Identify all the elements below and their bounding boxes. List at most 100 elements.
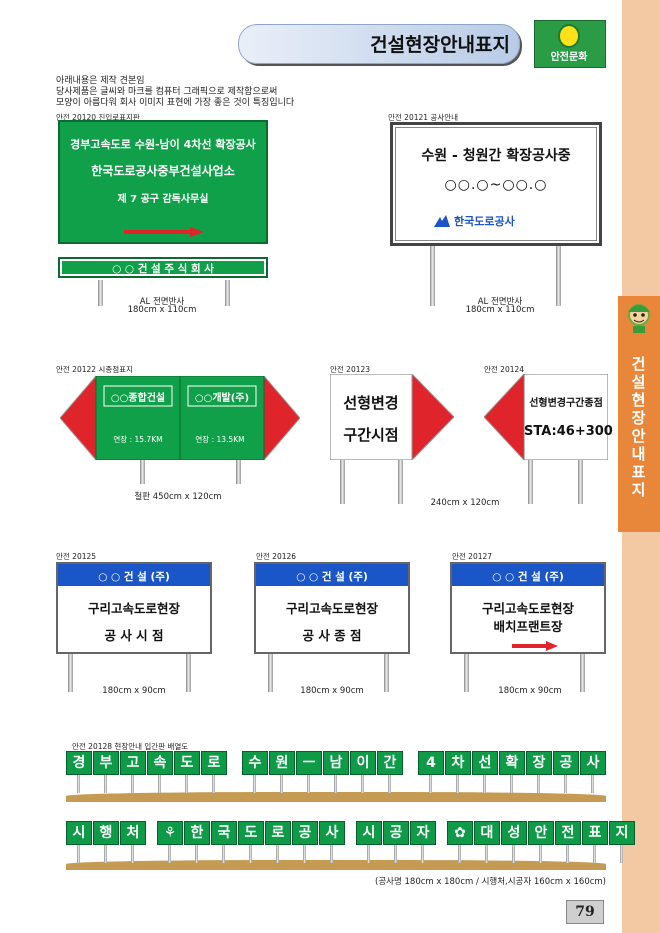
sign-20123-line1: 선형변경 <box>343 394 399 412</box>
sign-20127-band <box>452 564 604 586</box>
letter-tile: 간 <box>377 751 403 775</box>
letter-tile: 사 <box>319 821 345 845</box>
tile-pole <box>195 845 198 863</box>
tile-pole <box>456 775 459 793</box>
pole <box>384 650 389 692</box>
arrow-right-icon <box>124 222 204 237</box>
letter-tile: 4 <box>418 751 444 775</box>
pole <box>578 458 583 504</box>
letter-tile: 장 <box>526 751 552 775</box>
sign-20120-subplate <box>58 257 268 278</box>
tile-pole <box>131 775 134 793</box>
letter-tile: 로 <box>201 751 227 775</box>
sign-20120-line1: 경부고속도로 수원-남이 4차선 확장공사 <box>70 138 256 151</box>
tile-pole <box>485 845 488 863</box>
tile-pole <box>483 775 486 793</box>
tile-pole <box>77 775 80 793</box>
letter-tile: ㅡ <box>296 751 322 775</box>
pole <box>430 244 435 306</box>
sign-20120-line2: 한국도로공사중부건설사업소 <box>91 164 235 178</box>
letter-tile: 공 <box>553 751 579 775</box>
sign-20125-size: 180cm x 90cm <box>102 686 166 696</box>
sign-20125-band <box>58 564 210 586</box>
code-20121: 안전 20121 공사안내 <box>388 113 459 122</box>
sign-20121-logo-text: 한국도로공사 <box>454 215 515 228</box>
tile-pole <box>330 845 333 863</box>
pole <box>68 650 73 692</box>
tile-pole <box>458 845 461 863</box>
sign-20121-line1: 수원 - 청원간 확장공사중 <box>421 148 571 164</box>
code-20120: 안전 20120 진입로표지판 <box>56 113 140 122</box>
letter-tile: 수 <box>242 751 268 775</box>
sign-20124-line1: 선형변경구간종점 <box>529 398 603 409</box>
page-number: 79 <box>566 900 604 924</box>
letter-tile: 전 <box>555 821 581 845</box>
tile-pole <box>394 845 397 863</box>
sign-20120-size: 180cm x 110cm <box>127 305 197 315</box>
sign-20122-right-length: 연장 : 13.5KM <box>195 435 245 444</box>
letter-tile: ⚘ <box>157 821 183 845</box>
tile-pole <box>276 845 279 863</box>
pole <box>186 650 191 692</box>
letter-tile: 한 <box>184 821 210 845</box>
ground-row1 <box>66 792 606 802</box>
mascot-icon <box>622 300 656 334</box>
sign-20121-size: 180cm x 110cm <box>465 305 535 315</box>
letter-tile: 성 <box>501 821 527 845</box>
pole <box>98 280 103 306</box>
letter-tile: 부 <box>93 751 119 775</box>
tile-pole <box>77 845 80 863</box>
sign-20126-line2: 공 사 종 점 <box>302 628 362 643</box>
tile-pole <box>537 775 540 793</box>
tile-pole <box>222 845 225 863</box>
logo-text: 안전문화 <box>550 52 588 63</box>
sign-20126-band-text: ○ ○ 건 설 (주) <box>296 571 368 583</box>
tile-pole <box>539 845 542 863</box>
pole <box>464 650 469 692</box>
code-20123: 안전 20123 <box>330 365 371 374</box>
pole <box>528 458 533 504</box>
letter-tile: 경 <box>66 751 92 775</box>
sign-20122-right-name: ○○개발(주) <box>194 393 250 404</box>
sign-20123-line2: 구간시점 <box>343 426 399 444</box>
side-vertical-title: 건설현장안내표지 <box>629 356 647 500</box>
letter-tile: 이 <box>350 751 376 775</box>
code-20124: 안전 20124 <box>484 365 525 374</box>
letter-tile: 표 <box>582 821 608 845</box>
tile-pole <box>253 775 256 793</box>
intro-line-3: 모양이 아름다워 회사 이미지 표현에 가장 좋은 것이 특징입니다 <box>56 98 295 108</box>
tile-pole <box>361 775 364 793</box>
letter-tile: 남 <box>323 751 349 775</box>
tile-pole <box>421 845 424 863</box>
letter-tile: 차 <box>445 751 471 775</box>
letter-tile: 확 <box>499 751 525 775</box>
sign-20125-line1: 구리고속도로현장 <box>87 601 180 616</box>
tile-pole <box>303 845 306 863</box>
sign-20126-line1: 구리고속도로현장 <box>285 601 378 616</box>
pole <box>225 280 230 306</box>
letter-tile: 공 <box>383 821 409 845</box>
code-20128: 안전 20128 현장안내 입간판 배열도 <box>72 742 189 751</box>
letter-tile: 행 <box>93 821 119 845</box>
sign-20122-caption: 철판 450cm x 120cm <box>134 492 222 502</box>
sign-20120-line3: 제 7 공구 감독사무실 <box>117 194 209 205</box>
letter-tile: 자 <box>410 821 436 845</box>
tile-pole <box>212 775 215 793</box>
pole <box>340 458 345 504</box>
code-20122: 안전 20122 시종점표지 <box>56 365 133 374</box>
sign-20126-size: 180cm x 90cm <box>300 686 364 696</box>
sign-20123-board <box>329 372 455 462</box>
header-pill <box>238 24 520 64</box>
tile-pole <box>168 845 171 863</box>
sign-20122-left-name: ○○종합건설 <box>110 393 166 404</box>
letter-tile: 도 <box>238 821 264 845</box>
letter-tile: 대 <box>474 821 500 845</box>
tile-pole <box>564 775 567 793</box>
sign-20121-board <box>390 122 602 246</box>
sign-20127-size: 180cm x 90cm <box>498 686 562 696</box>
pole <box>268 650 273 692</box>
sign-20125-band-text: ○ ○ 건 설 (주) <box>98 571 170 583</box>
intro-line-1: 아래내용은 제작 견본임 <box>56 76 145 86</box>
tile-pole <box>158 775 161 793</box>
